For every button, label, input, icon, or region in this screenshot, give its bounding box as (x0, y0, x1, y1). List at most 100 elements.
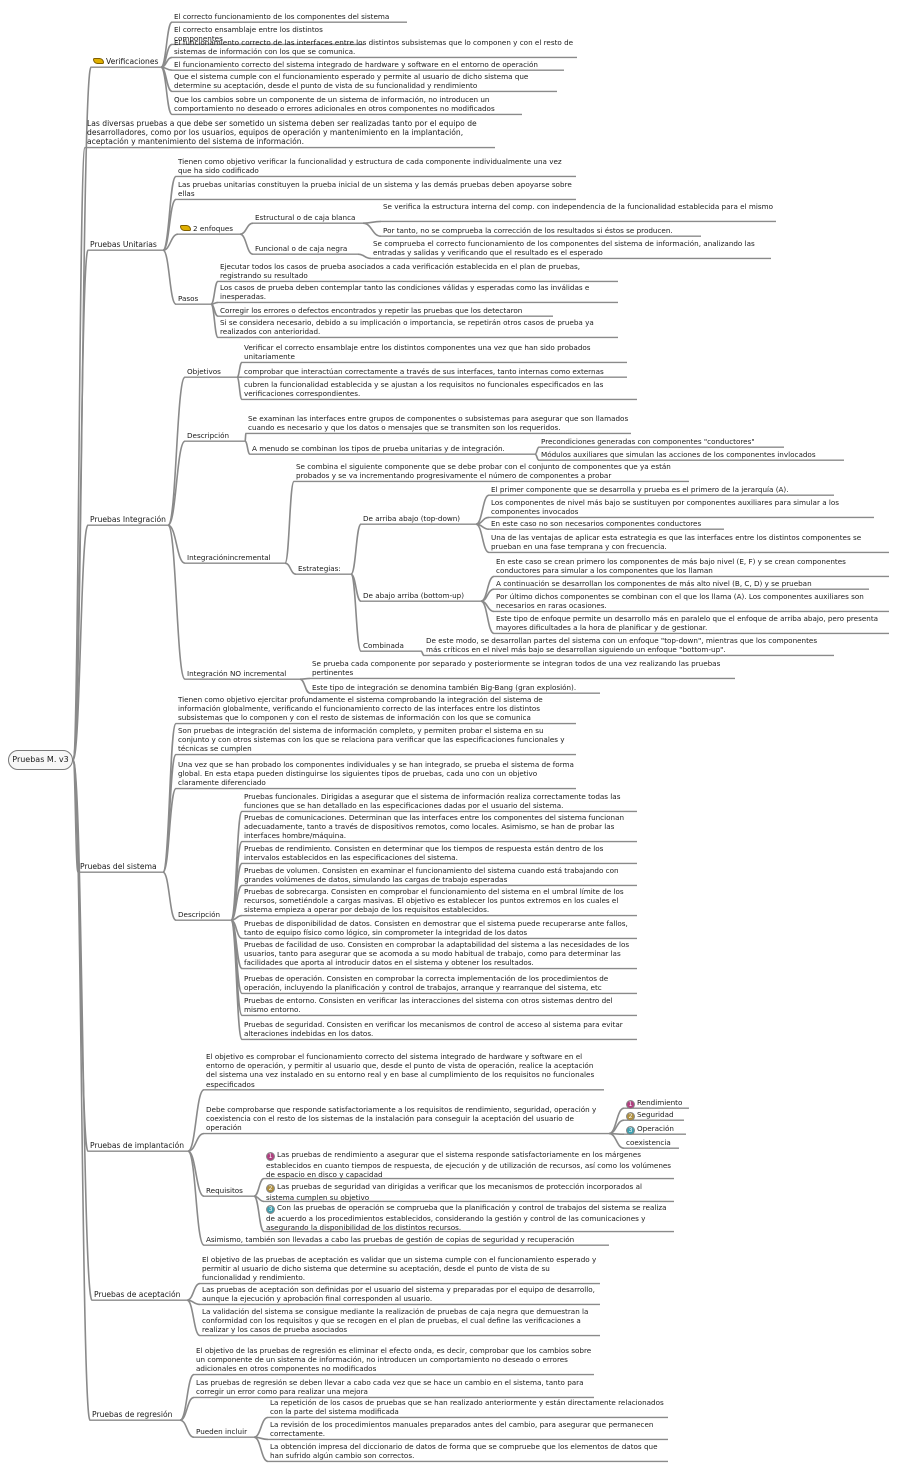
topic-node[interactable]: Precondiciones generadas con componentes… (539, 437, 784, 446)
topic-node[interactable]: El funcionamiento correcto de las interf… (172, 38, 577, 56)
topic-label: comprobar que interactúan correctamente … (244, 367, 604, 376)
topic-node[interactable]: El primer componente que se desarrolla y… (489, 485, 834, 494)
topic-node[interactable]: Pruebas de disponibilidad de datos. Cons… (242, 919, 637, 937)
topic-node[interactable]: comprobar que interactúan correctamente … (242, 367, 627, 376)
root-node[interactable]: Pruebas M. v3 (8, 750, 73, 770)
topic-node[interactable]: Pruebas de facilidad de uso. Consisten e… (242, 940, 637, 968)
topic-node[interactable]: Se combina el siguiente componente que s… (294, 462, 689, 480)
priority-3-icon: 3 (266, 1205, 275, 1214)
topic-node[interactable]: Este tipo de enfoque permite un desarrol… (494, 614, 889, 632)
topic-node[interactable]: Debe comprobarse que responde satisfacto… (204, 1105, 609, 1133)
topic-node[interactable]: Los componentes de nivel más bajo se sus… (489, 498, 874, 516)
priority-2-icon: 2 (626, 1112, 635, 1121)
topic-node[interactable]: El correcto funcionamiento de los compon… (172, 12, 407, 21)
topic-node[interactable]: Pruebas de entorno. Consisten en verific… (242, 996, 637, 1014)
topic-label: Precondiciones generadas con componentes… (541, 437, 755, 446)
topic-node[interactable]: Las pruebas de regresión se deben llevar… (194, 1378, 594, 1396)
topic-node[interactable]: La obtención impresa del diccionario de … (268, 1442, 668, 1460)
topic-node[interactable]: Módulos auxiliares que simulan las accio… (539, 450, 844, 459)
topic-node[interactable]: Verificar el correcto ensamblaje entre l… (242, 343, 627, 361)
topic-node[interactable]: Pruebas funcionales. Dirigidas a asegura… (242, 792, 637, 810)
topic-node[interactable]: Se prueba cada componente por separado y… (310, 659, 735, 677)
topic-node[interactable]: Son pruebas de integración del sistema d… (176, 726, 576, 754)
topic-node[interactable]: Pruebas de volumen. Consisten en examina… (242, 866, 637, 884)
topic-node[interactable]: Requisitos (204, 1186, 254, 1195)
branch-node[interactable]: Pruebas de aceptación (92, 1290, 187, 1299)
topic-node[interactable]: Descripción (185, 431, 245, 440)
branch-node[interactable]: Pruebas del sistema (78, 862, 163, 871)
topic-node[interactable]: Si se considera necesario, debido a su i… (218, 318, 618, 336)
topic-node[interactable]: Descripción (176, 910, 231, 919)
topic-node[interactable]: Los casos de prueba deben contemplar tan… (218, 283, 618, 301)
topic-node[interactable]: Las pruebas unitarias constituyen la pru… (176, 180, 576, 198)
topic-node[interactable]: Integración NO incremental (185, 669, 300, 678)
topic-node[interactable]: Pruebas de operación. Consisten en compr… (242, 974, 637, 992)
topic-node[interactable]: Pruebas de sobrecarga. Consisten en comp… (242, 887, 637, 915)
topic-node[interactable]: En este caso no son necesarios component… (489, 519, 724, 528)
connector-line (162, 233, 179, 251)
topic-node[interactable]: Una de las ventajas de aplicar esta estr… (489, 533, 889, 551)
topic-node[interactable]: De abajo arriba (bottom-up) (361, 591, 481, 600)
priority-3-icon: 3 (626, 1126, 635, 1135)
branch-node[interactable]: Pruebas Integración (88, 515, 168, 524)
branch-node[interactable]: Las diversas pruebas a que debe ser some… (85, 119, 495, 147)
topic-node[interactable]: La revisión de los procedimientos manual… (268, 1420, 668, 1438)
topic-node[interactable]: Por último dichos componentes se combina… (494, 592, 889, 610)
topic-node[interactable]: Asimismo, también son llevadas a cabo la… (204, 1235, 609, 1244)
topic-node[interactable]: En este caso se crean primero los compon… (494, 557, 889, 575)
topic-node[interactable]: Se comprueba el correcto funcionamiento … (371, 239, 771, 257)
topic-node[interactable]: Una vez que se han probado los component… (176, 760, 576, 788)
connector-line (239, 222, 254, 235)
topic-label: Pruebas de comunicaciones. Determinan qu… (244, 813, 625, 841)
topic-node[interactable]: Funcional o de caja negra (253, 244, 358, 253)
topic-node[interactable]: El objetivo de las pruebas de regresión … (194, 1346, 594, 1374)
topic-node[interactable]: Las pruebas de aceptación son definidas … (200, 1285, 600, 1303)
topic-node[interactable]: A menudo se combinan los tipos de prueba… (250, 444, 535, 453)
topic-node[interactable]: Pruebas de comunicaciones. Determinan qu… (242, 813, 637, 841)
topic-node[interactable]: Tienen como objetivo ejercitar profundam… (176, 695, 576, 723)
topic-node[interactable]: El objetivo de las pruebas de aceptación… (200, 1255, 600, 1283)
branch-node[interactable]: Pruebas Unitarias (88, 240, 163, 249)
topic-node[interactable]: Tienen como objetivo verificar la funcio… (176, 157, 576, 175)
topic-node[interactable]: El objetivo es comprobar el funcionamien… (204, 1052, 604, 1089)
topic-node[interactable]: Por tanto, no se comprueba la corrección… (381, 226, 701, 235)
topic-node[interactable]: Que el sistema cumple con el funcionamie… (172, 72, 557, 90)
topic-node[interactable]: El correcto ensamblaje entre los distint… (172, 25, 364, 43)
topic-node[interactable]: La repetición de los casos de pruebas qu… (268, 1398, 668, 1416)
topic-node[interactable]: 2 enfoques (178, 224, 240, 233)
topic-node[interactable]: La validación del sistema se consigue me… (200, 1307, 600, 1335)
topic-node[interactable]: Estrategias: (296, 564, 351, 573)
topic-node[interactable]: Estructural o de caja blanca (253, 213, 363, 222)
topic-node[interactable]: Pruebas de rendimiento. Consisten en det… (242, 844, 637, 862)
topic-node[interactable]: Pruebas de seguridad. Consisten en verif… (242, 1020, 637, 1038)
topic-node[interactable]: coexistencia (624, 1138, 679, 1147)
topic-node[interactable]: Este tipo de integración se denomina tam… (310, 683, 600, 692)
topic-node[interactable]: Que los cambios sobre un componente de u… (172, 95, 522, 113)
topic-node[interactable]: Corregir los errores o defectos encontra… (218, 306, 553, 315)
topic-node[interactable]: cubren la funcionalidad establecida y se… (242, 380, 637, 398)
topic-node[interactable]: Integraciónincremental (185, 553, 285, 562)
topic-node[interactable]: Pueden incluir (194, 1427, 254, 1436)
topic-node[interactable]: El funcionamiento correcto del sistema i… (172, 60, 564, 69)
branch-node[interactable]: Pruebas de implantación (88, 1141, 188, 1150)
topic-node[interactable]: De arriba abajo (top-down) (361, 514, 476, 523)
topic-label: Se combina el siguiente componente que s… (296, 462, 671, 481)
topic-node[interactable]: Objetivos (185, 367, 237, 376)
branch-node[interactable]: Pruebas de regresión (90, 1410, 180, 1419)
topic-label: La revisión de los procedimientos manual… (270, 1420, 654, 1439)
topic-node[interactable]: Combinada (361, 641, 421, 650)
topic-node[interactable]: Se examinan las interfaces entre grupos … (246, 414, 631, 432)
topic-label: Se prueba cada componente por separado y… (312, 659, 721, 678)
topic-node[interactable]: De este modo, se desarrollan partes del … (424, 636, 834, 654)
topic-node[interactable]: Se verifica la estructura interna del co… (381, 202, 776, 211)
topic-node[interactable]: A continuación se desarrollan los compon… (494, 579, 869, 588)
topic-node[interactable]: Ejecutar todos los casos de prueba asoci… (218, 262, 618, 280)
branch-node[interactable]: Verificaciones (91, 57, 161, 66)
topic-node[interactable]: Pasos (176, 294, 211, 303)
